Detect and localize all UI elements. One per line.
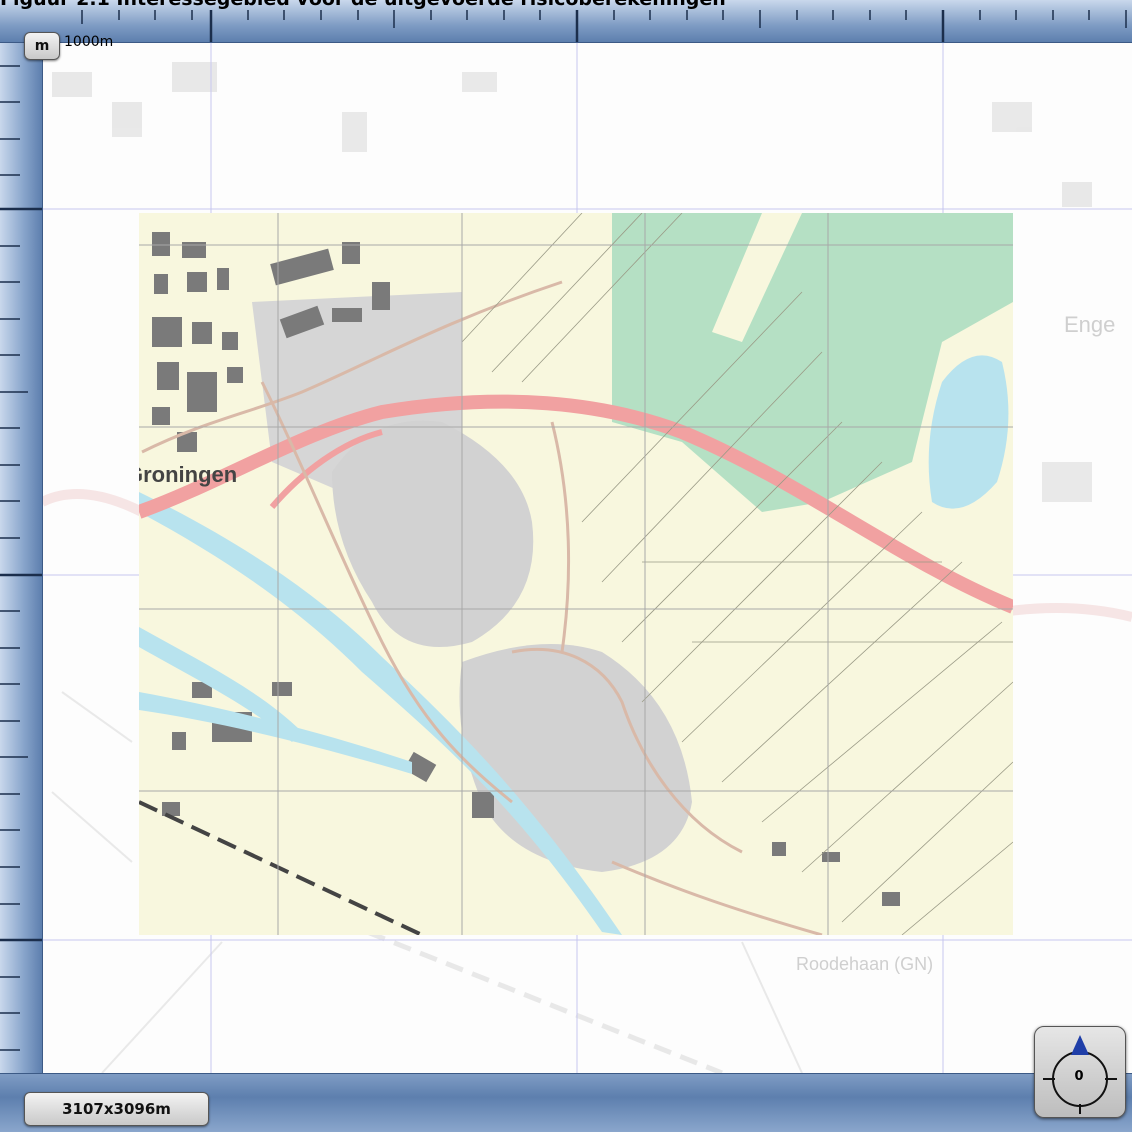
left-ruler-ticks bbox=[0, 65, 42, 1051]
map-svg[interactable]: Groningen bbox=[42, 42, 1132, 1073]
faded-place-label: Enge bbox=[1064, 312, 1116, 337]
figure-caption: Figuur 2.1 Interessegebied voor de uitge… bbox=[0, 0, 726, 10]
compass-needle-icon bbox=[1071, 1035, 1089, 1055]
map-canvas[interactable]: Groningen bbox=[42, 42, 1132, 1073]
compass-button[interactable] bbox=[1034, 1026, 1126, 1118]
dimensions-button[interactable]: 3107x3096m bbox=[24, 1092, 209, 1126]
faded-surroundings bbox=[42, 62, 1132, 1073]
top-ruler[interactable] bbox=[0, 0, 1132, 43]
map-tile: Groningen bbox=[126, 213, 1013, 935]
city-label: Groningen bbox=[126, 462, 237, 487]
top-ruler-ticks bbox=[81, 10, 1127, 42]
scale-label: 1000m bbox=[64, 34, 114, 50]
faded-place-label: Roodehaan (GN) bbox=[796, 954, 934, 974]
unit-button[interactable]: m bbox=[24, 32, 60, 60]
left-ruler[interactable] bbox=[0, 0, 43, 1075]
compass-heading-value: 0 bbox=[1074, 1069, 1084, 1084]
compass-icon bbox=[1043, 1035, 1117, 1114]
